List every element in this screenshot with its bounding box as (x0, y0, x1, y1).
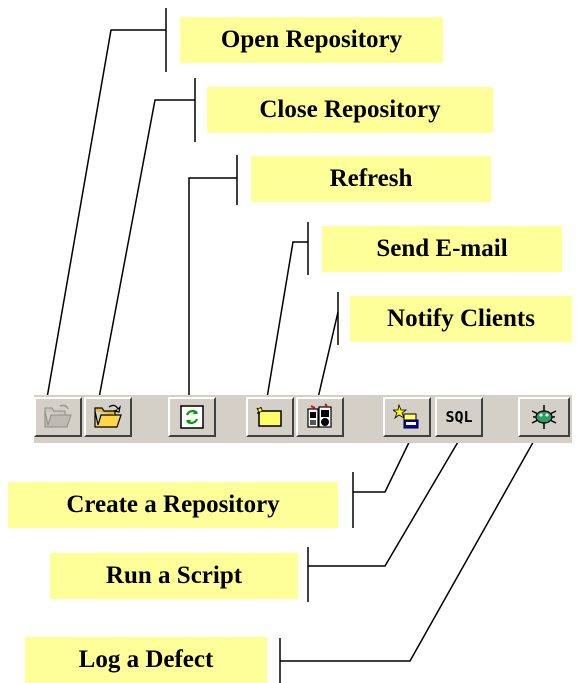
open-folder-icon (93, 404, 123, 430)
leader-close-repository (98, 99, 195, 399)
leader-open-repository (46, 29, 166, 399)
bug-icon (529, 403, 559, 431)
callout-send-email: Send E-mail (322, 226, 562, 272)
leader-create-repository (353, 429, 416, 493)
close-repository-button[interactable] (84, 397, 132, 437)
open-folder-icon (43, 404, 73, 430)
callout-open-repository: Open Repository (180, 17, 443, 63)
callout-refresh: Refresh (251, 156, 491, 202)
envelope-icon (256, 404, 284, 430)
create-repository-button[interactable] (383, 397, 431, 437)
callout-create-repository: Create a Repository (8, 482, 338, 528)
sql-icon: SQL (445, 408, 473, 426)
refresh-icon (179, 404, 205, 430)
callout-notify-clients: Notify Clients (350, 296, 572, 342)
refresh-button[interactable] (168, 397, 216, 437)
callout-close-repository: Close Repository (207, 87, 493, 133)
leader-run-script (308, 429, 466, 567)
callout-log-defect: Log a Defect (25, 637, 267, 683)
leader-send-email (266, 241, 308, 399)
leader-refresh (188, 177, 237, 398)
send-email-button[interactable] (246, 397, 294, 437)
open-repository-button[interactable] (34, 397, 82, 437)
callout-run-script: Run a Script (50, 553, 298, 599)
leader-log-defect (280, 429, 541, 662)
notify-clients-button[interactable] (296, 397, 344, 437)
run-script-button[interactable]: SQL (435, 397, 483, 437)
log-defect-button[interactable] (518, 397, 570, 437)
leader-notify-clients (317, 311, 339, 399)
notify-clients-icon (305, 403, 335, 431)
new-repository-icon (393, 403, 421, 431)
